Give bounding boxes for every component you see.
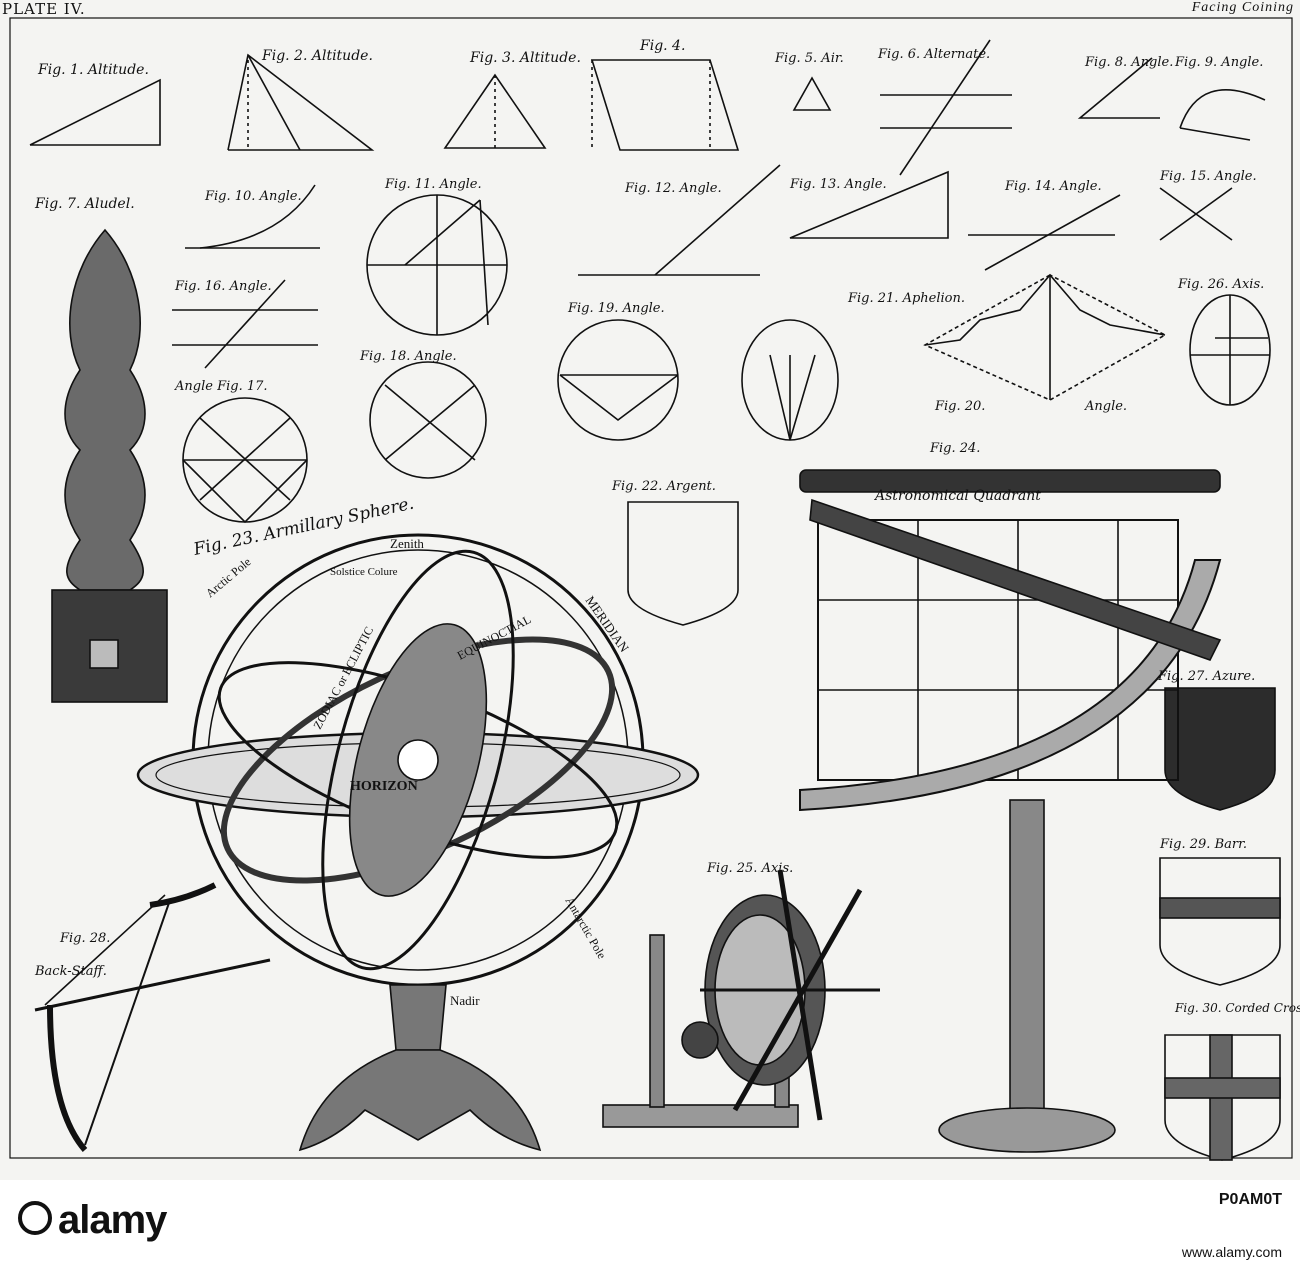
fig11-caption: Fig. 11. Angle. [384,177,482,192]
fig25-caption: Fig. 25. Axis. [706,861,793,876]
fig8-caption: Fig. 8. Angle. [1084,55,1173,70]
fig15-caption: Fig. 15. Angle. [1159,169,1257,184]
fig28-back-staff [34,882,271,1152]
facing-caption: Facing Coining [1191,0,1294,15]
fig3-caption: Fig. 3. Altitude. [469,50,581,66]
arctic-pole-label: Arctic Pole [203,555,254,601]
fig24-caption: Fig. 24. [929,441,980,456]
fig2-caption: Fig. 2. Altitude. [261,48,373,64]
meridian-label: MERIDIAN [583,593,633,655]
fig14-caption: Fig. 14. Angle. [1004,179,1102,194]
fig16-caption: Fig. 16. Angle. [174,279,272,294]
solstice-colure-label: Solstice Colure [330,566,398,578]
fig20-diamond [923,274,1167,401]
engraved-plate: PLATE IV. Facing Coining [0,0,1300,1180]
fig8-angle [1077,57,1160,119]
fig24-quadrant [799,469,1222,1153]
fig9-arc [1179,89,1266,129]
fig7-aludel [51,228,168,703]
fig2-triangle [227,53,375,151]
fig29-shield [1159,857,1281,986]
stock-logo[interactable]: alamy [18,1198,167,1243]
fig28-caption: Fig. 28. [59,931,110,946]
fig20-caption: Fig. 20. [934,399,985,414]
fig30-caption: Fig. 30. Corded Cross [1174,1001,1300,1015]
fig21-caption: Fig. 21. Aphelion. [847,291,965,306]
image-id-value: P0AM0T [1218,1191,1282,1208]
fig20-angle-caption: Angle. [1084,399,1127,414]
fig26-caption: Fig. 26. Axis. [1177,277,1264,292]
fig19-circle [557,319,679,441]
fig22-caption: Fig. 22. Argent. [611,479,716,494]
nadir-label: Nadir [450,993,480,1008]
fig18-caption: Fig. 18. Angle. [359,349,457,364]
fig5-triangle [792,76,832,111]
logo-mark-icon [18,1201,52,1235]
stock-banner: alamy P0AM0T www.alamy.com [0,1180,1300,1270]
zodiac-label: ZODIAC or ECLIPTIC [310,624,376,731]
fig1-caption: Fig. 1. Altitude. [37,62,149,78]
fig1-triangle [29,78,161,146]
fig5-caption: Fig. 5. Air. [774,51,844,66]
quadrant-caption: Astronomical Quadrant [873,488,1041,504]
fig6-caption: Fig. 6. Alternate. [877,47,990,62]
fig13-caption: Fig. 13. Angle. [789,177,887,192]
stock-logo-text: alamy [58,1198,167,1242]
horizon-label: HORIZON [350,779,418,794]
fig18-circle [369,361,487,479]
zenith-label: Zenith [390,536,424,551]
fig4-parallelogram [590,59,740,151]
fig17-caption: Angle Fig. 17. [174,379,268,394]
stock-image-id: P0AM0T [1219,1190,1282,1209]
fig23-caption: Fig. 23. Armillary Sphere. [191,494,416,560]
fig27-caption: Fig. 27. Azure. [1157,669,1255,684]
fig19-caption: Fig. 19. Angle. [567,301,665,316]
fig10-caption: Fig. 10. Angle. [204,189,302,204]
fig27-shield [1164,687,1276,811]
fig22-shield [627,501,739,626]
fig12-caption: Fig. 12. Angle. [624,181,722,196]
stock-url[interactable]: www.alamy.com [1181,1244,1282,1260]
fig29-caption: Fig. 29. Barr. [1159,837,1247,852]
fig7-caption: Fig. 7. Aludel. [34,196,135,212]
fig9-caption: Fig. 9. Angle. [1174,55,1263,70]
plate-illustrations: Fig. 1. Altitude. Fig. 2. Altitude. Fig.… [9,17,1300,1161]
fig25-wheel [602,869,880,1128]
fig28-backstaff-caption: Back-Staff. [34,964,107,979]
fig23-armillary-sphere [136,533,700,1152]
fig4-caption: Fig. 4. [639,38,685,54]
plate-number: PLATE IV. [2,0,86,18]
